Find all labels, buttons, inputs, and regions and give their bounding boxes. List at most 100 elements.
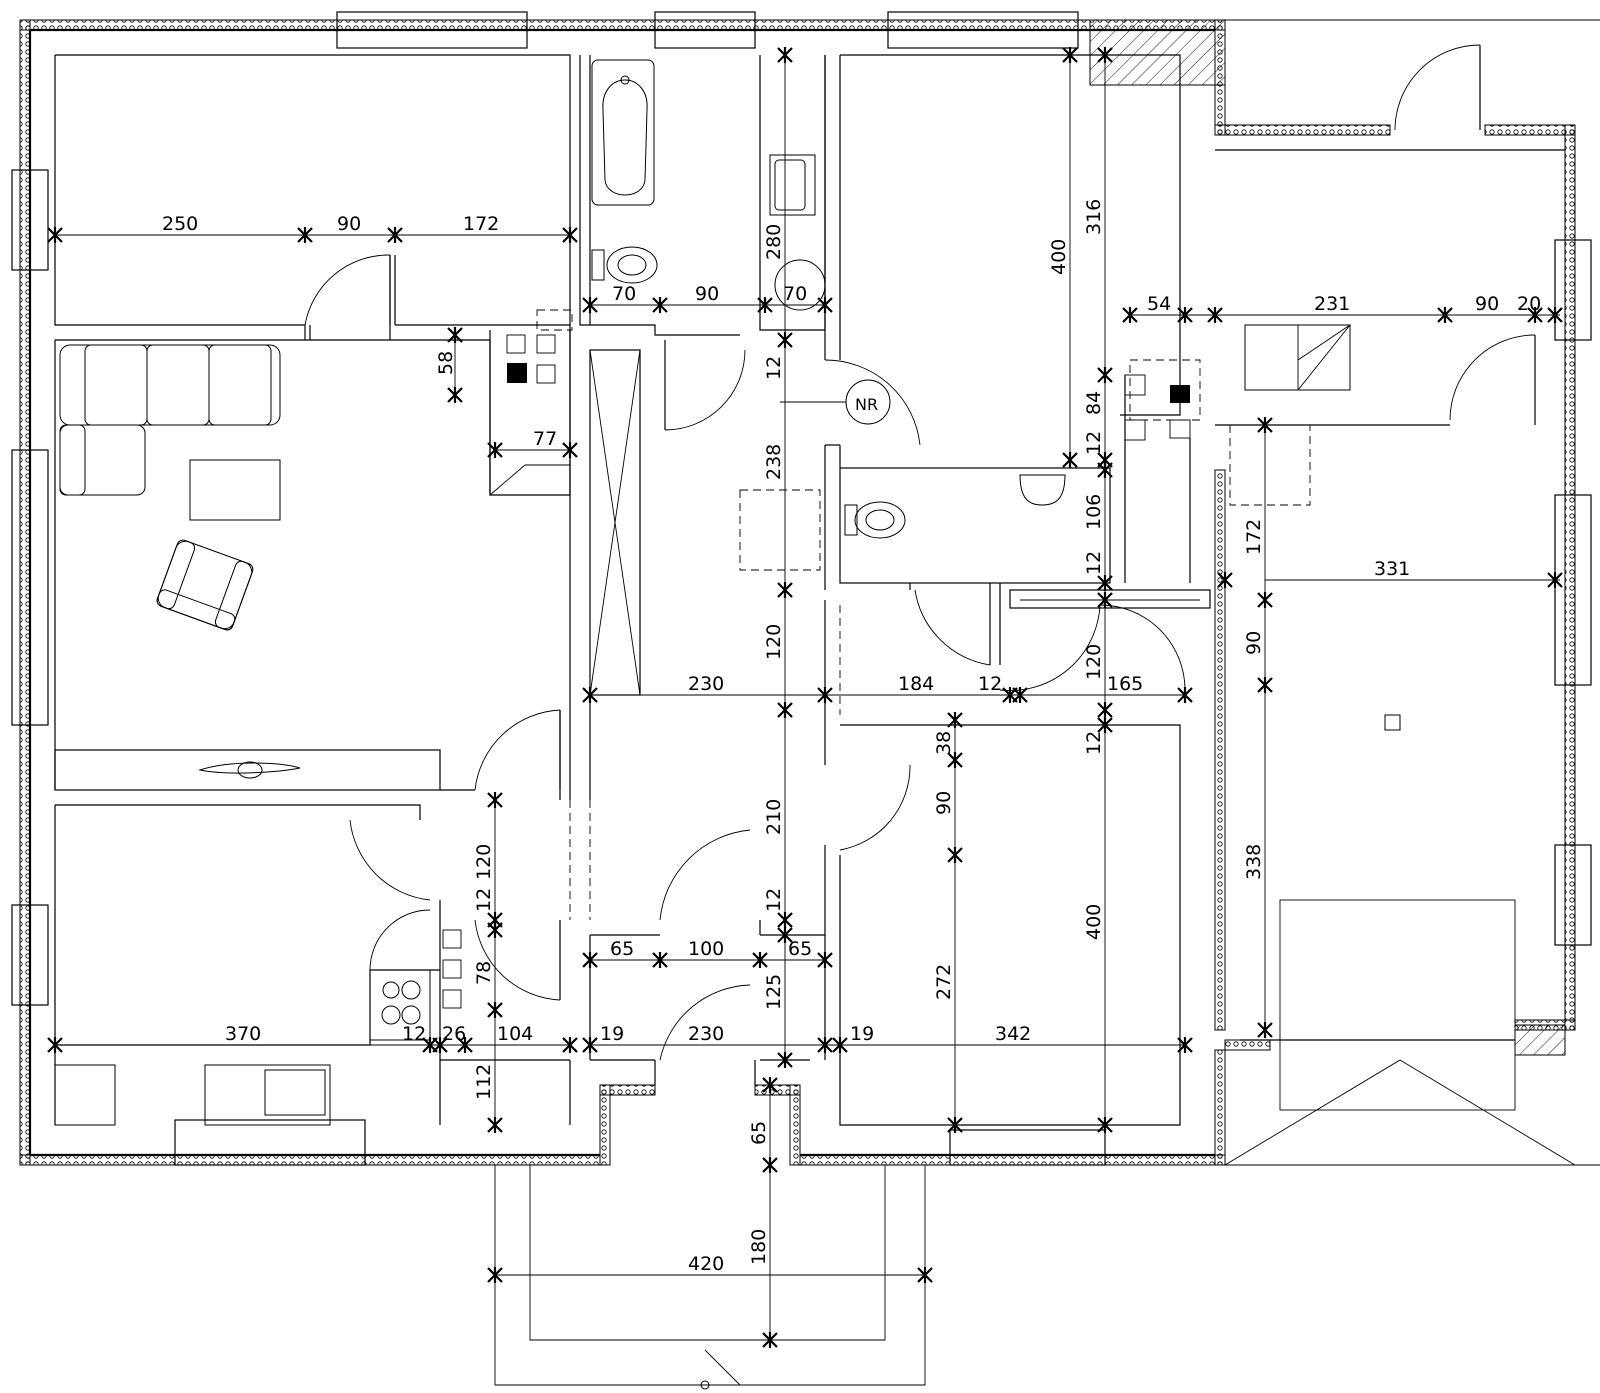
dimension-tick — [1122, 307, 1138, 323]
dimension-tick — [777, 927, 793, 943]
dim-400b: 400 — [1083, 904, 1105, 940]
dimension-tick — [1177, 307, 1193, 323]
dimension-tick — [47, 1037, 63, 1053]
dimension-tick — [1062, 452, 1078, 468]
dimension-tick — [1097, 592, 1113, 608]
outer-walls — [19, 19, 1600, 1166]
dimension-tick — [917, 1267, 933, 1283]
dim-19a: 19 — [600, 1023, 624, 1045]
dimension-tick — [487, 442, 503, 458]
dimension-tick — [1257, 417, 1273, 433]
dimension-tick — [1527, 307, 1543, 323]
dimension-tick — [1547, 572, 1563, 588]
dimension-tick — [1097, 1117, 1113, 1133]
dim-238: 238 — [763, 444, 785, 480]
dimension-labels: 250 90 172 70 90 70 280 58 77 12 238 120… — [162, 199, 1541, 1275]
dim-12h: 12 — [1083, 731, 1105, 755]
dimension-tick — [487, 1002, 503, 1018]
dim-400a: 400 — [1048, 239, 1070, 275]
dimension-tick — [1062, 47, 1078, 63]
dim-120b: 120 — [1083, 644, 1105, 680]
dimension-tick — [1097, 717, 1113, 733]
dim-172: 172 — [463, 213, 499, 235]
dim-165: 165 — [1107, 673, 1143, 695]
dimension-tick — [487, 922, 503, 938]
dim-210: 210 — [763, 799, 785, 835]
dimension-tick — [1257, 592, 1273, 608]
dimension-tick — [1437, 307, 1453, 323]
dim-90: 90 — [337, 213, 361, 235]
dimension-tick — [762, 1077, 778, 1093]
doors — [304, 44, 1536, 1061]
dimension-tick — [947, 847, 963, 863]
dim-12f: 12 — [473, 888, 495, 912]
dimension-tick — [817, 687, 833, 703]
dim-78: 78 — [473, 961, 495, 985]
dimension-tick — [1257, 677, 1273, 693]
dim-172b: 172 — [1243, 519, 1265, 555]
vent-nr-label: NR — [855, 395, 878, 414]
dimension-tick — [757, 297, 773, 313]
dimension-tick — [777, 582, 793, 598]
dimension-tick — [582, 297, 598, 313]
dimension-tick — [487, 1267, 503, 1283]
dim-12b: 12 — [763, 888, 785, 912]
dimension-tick — [447, 387, 463, 403]
dim-180: 180 — [748, 1229, 770, 1265]
dim-230b: 230 — [688, 1023, 724, 1045]
dim-65a: 65 — [610, 938, 634, 960]
dim-125: 125 — [763, 974, 785, 1010]
dim-12c: 12 — [978, 673, 1002, 695]
dimension-tick — [762, 1157, 778, 1173]
dim-58: 58 — [435, 351, 457, 375]
dimension-tick — [1207, 307, 1223, 323]
dimension-tick — [1547, 307, 1563, 323]
dim-26: 26 — [442, 1023, 466, 1045]
dimension-tick — [652, 297, 668, 313]
dimension-tick — [582, 1037, 598, 1053]
dim-12g: 12 — [402, 1023, 426, 1045]
dimension-tick — [582, 952, 598, 968]
dim-65c: 65 — [748, 1121, 770, 1145]
dimension-tick — [652, 952, 668, 968]
dim-272: 272 — [933, 964, 955, 1000]
dimension-tick — [1097, 462, 1113, 478]
dim-338: 338 — [1243, 844, 1265, 880]
interior-walls — [54, 54, 1576, 1166]
dim-106: 106 — [1083, 494, 1105, 530]
dimension-tick — [777, 1052, 793, 1068]
dim-90b: 90 — [695, 283, 719, 305]
dimension-tick — [1177, 1037, 1193, 1053]
dimension-tick — [947, 712, 963, 728]
dimension-tick — [817, 952, 833, 968]
dimension-tick — [1097, 367, 1113, 383]
dimension-ticks — [47, 47, 1563, 1348]
dimension-tick — [752, 952, 768, 968]
fixtures — [54, 59, 1401, 1390]
dimension-tick — [562, 442, 578, 458]
windows — [11, 11, 1592, 1166]
dimension-tick — [1097, 575, 1113, 591]
dimension-tick — [432, 1037, 448, 1053]
dimension-tick — [1217, 572, 1233, 588]
dim-112: 112 — [473, 1064, 495, 1100]
dim-120a: 120 — [763, 624, 785, 660]
dimension-tick — [457, 1037, 473, 1053]
dimension-tick — [487, 792, 503, 808]
dim-90c: 90 — [1475, 293, 1499, 315]
dim-120c: 120 — [473, 844, 495, 880]
dim-70b: 70 — [783, 283, 807, 305]
dimension-tick — [947, 752, 963, 768]
dimension-tick — [1177, 687, 1193, 703]
dimension-tick — [947, 1117, 963, 1133]
dimension-tick — [562, 1037, 578, 1053]
dim-90e: 90 — [933, 791, 955, 815]
dim-104: 104 — [497, 1023, 533, 1045]
dimension-tick — [1257, 1022, 1273, 1038]
dimension-lines — [55, 55, 1560, 1340]
dimension-tick — [447, 327, 463, 343]
dim-331: 331 — [1374, 558, 1410, 580]
dim-12a: 12 — [763, 356, 785, 380]
dim-420: 420 — [688, 1253, 724, 1275]
